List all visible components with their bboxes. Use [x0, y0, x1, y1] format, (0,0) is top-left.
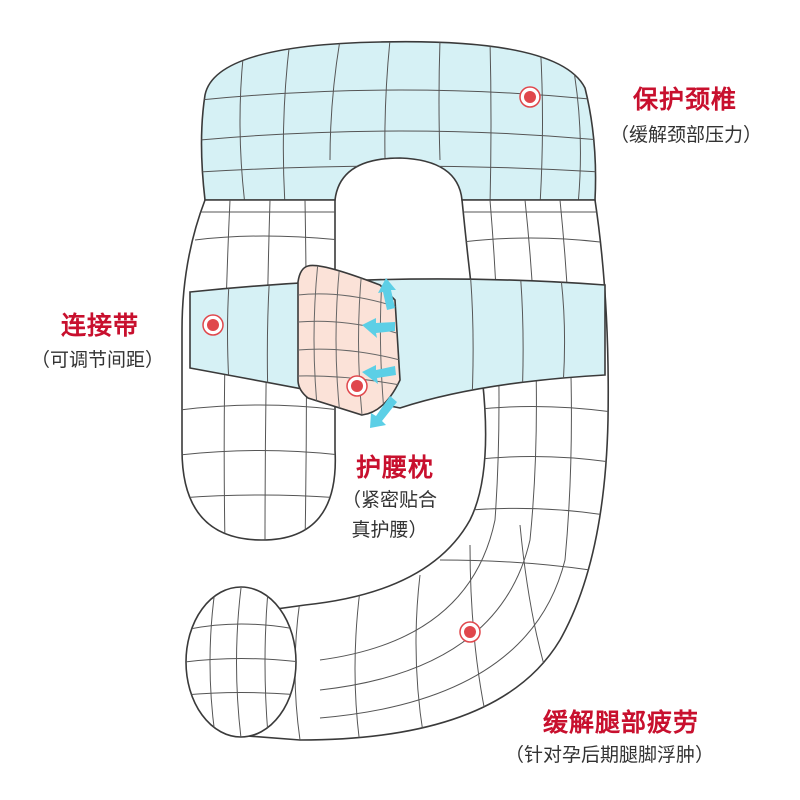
leg-subtitle: （针对孕后期腿脚浮肿） [505, 745, 715, 766]
arrow-up-icon [378, 278, 396, 310]
markers [202, 86, 541, 643]
neck-section [200, 40, 597, 201]
arrow-down-icon [370, 396, 397, 428]
neck-title: 保护颈椎 [633, 86, 738, 114]
lumbar-marker-icon [346, 375, 368, 397]
arrow-left-upper-icon [362, 318, 395, 338]
lumbar-subtitle: （紧密贴合 真护腰） [342, 490, 438, 541]
neck-subtitle: （缓解颈部压力） [610, 125, 763, 146]
lumbar-title: 护腰枕 [356, 454, 435, 482]
leg-end-cap [185, 586, 297, 738]
neck-marker-icon [519, 86, 541, 108]
adjust-arrows [362, 278, 397, 428]
leg-marker-icon [459, 621, 481, 643]
arrow-left-lower-icon [362, 365, 396, 384]
belt-title: 连接带 [61, 312, 140, 340]
leg-title: 缓解腿部疲劳 [543, 709, 700, 737]
belt-marker-icon [202, 314, 224, 336]
belt-subtitle: （可调节间距） [31, 350, 165, 371]
